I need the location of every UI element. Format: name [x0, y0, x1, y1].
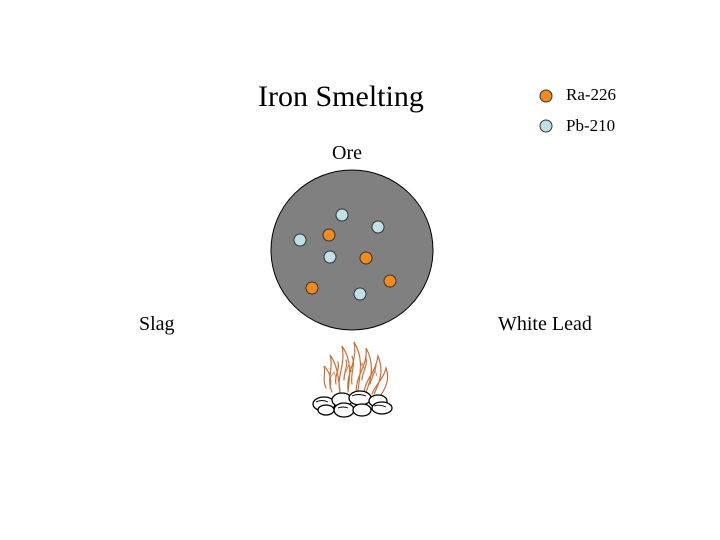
ore-body: [270, 169, 434, 331]
legend-ra-226-marker: [539, 89, 553, 103]
white-lead-label: White Lead: [498, 313, 592, 335]
pb-210-particle: [335, 208, 349, 222]
ra-226-particle: [305, 281, 319, 295]
pb-210-particle: [293, 233, 307, 247]
ore-label: Ore: [332, 142, 362, 164]
pb-210-particle: [323, 250, 337, 264]
campfire-icon: [312, 341, 393, 418]
legend-ra-226-label: Ra-226: [566, 85, 617, 104]
ra-226-particle: [322, 228, 336, 242]
pb-210-particles: [293, 208, 385, 301]
ra-226-particle: [359, 251, 373, 265]
slag-label: Slag: [139, 313, 175, 335]
ra-226-particle: [383, 274, 397, 288]
legend-pb-210-marker: [539, 119, 553, 133]
pb-210-particle: [353, 287, 367, 301]
ra-226-particles: [305, 228, 397, 295]
legend-pb-210-label: Pb-210: [566, 116, 616, 135]
pb-210-particle: [371, 220, 385, 234]
diagram-title: Iron Smelting: [258, 80, 424, 113]
